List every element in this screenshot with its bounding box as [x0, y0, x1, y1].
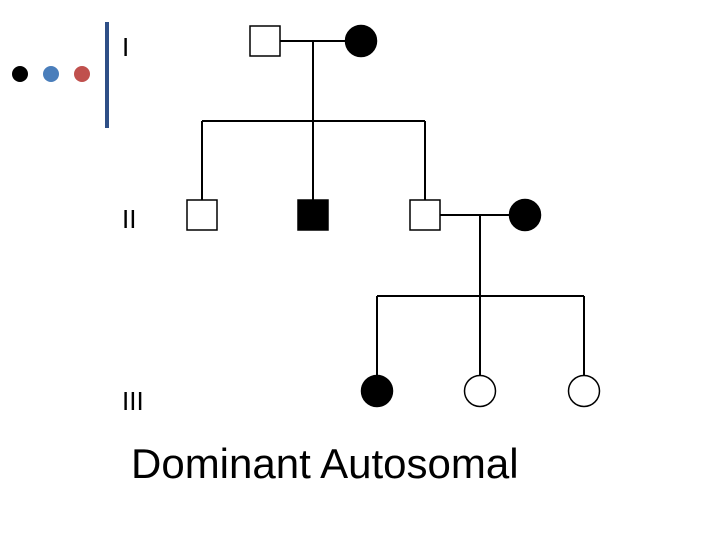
- pedigree-lines: [201, 40, 585, 376]
- affected-female-ii-4: [508, 198, 542, 232]
- affected-female-i-2: [344, 24, 378, 58]
- unaffected-female-iii-2: [463, 374, 497, 408]
- unaffected-female-iii-3: [567, 374, 601, 408]
- unaffected-male-ii-1: [186, 199, 218, 231]
- diagram-caption: Dominant Autosomal: [131, 440, 519, 487]
- unaffected-male-i-1: [249, 25, 281, 57]
- decor-dot-black: [12, 66, 28, 82]
- generation-label-3: III: [122, 386, 144, 416]
- pedigree-symbols: [186, 24, 601, 408]
- decor-dot-red: [74, 66, 90, 82]
- decor-accent-bar: [105, 22, 109, 128]
- affected-male-ii-2: [297, 199, 329, 231]
- generation-label-1: I: [122, 32, 130, 62]
- affected-female-iii-1: [360, 374, 394, 408]
- decor-dot-blue: [43, 66, 59, 82]
- unaffected-male-ii-3: [409, 199, 441, 231]
- generation-label-2: II: [122, 204, 137, 234]
